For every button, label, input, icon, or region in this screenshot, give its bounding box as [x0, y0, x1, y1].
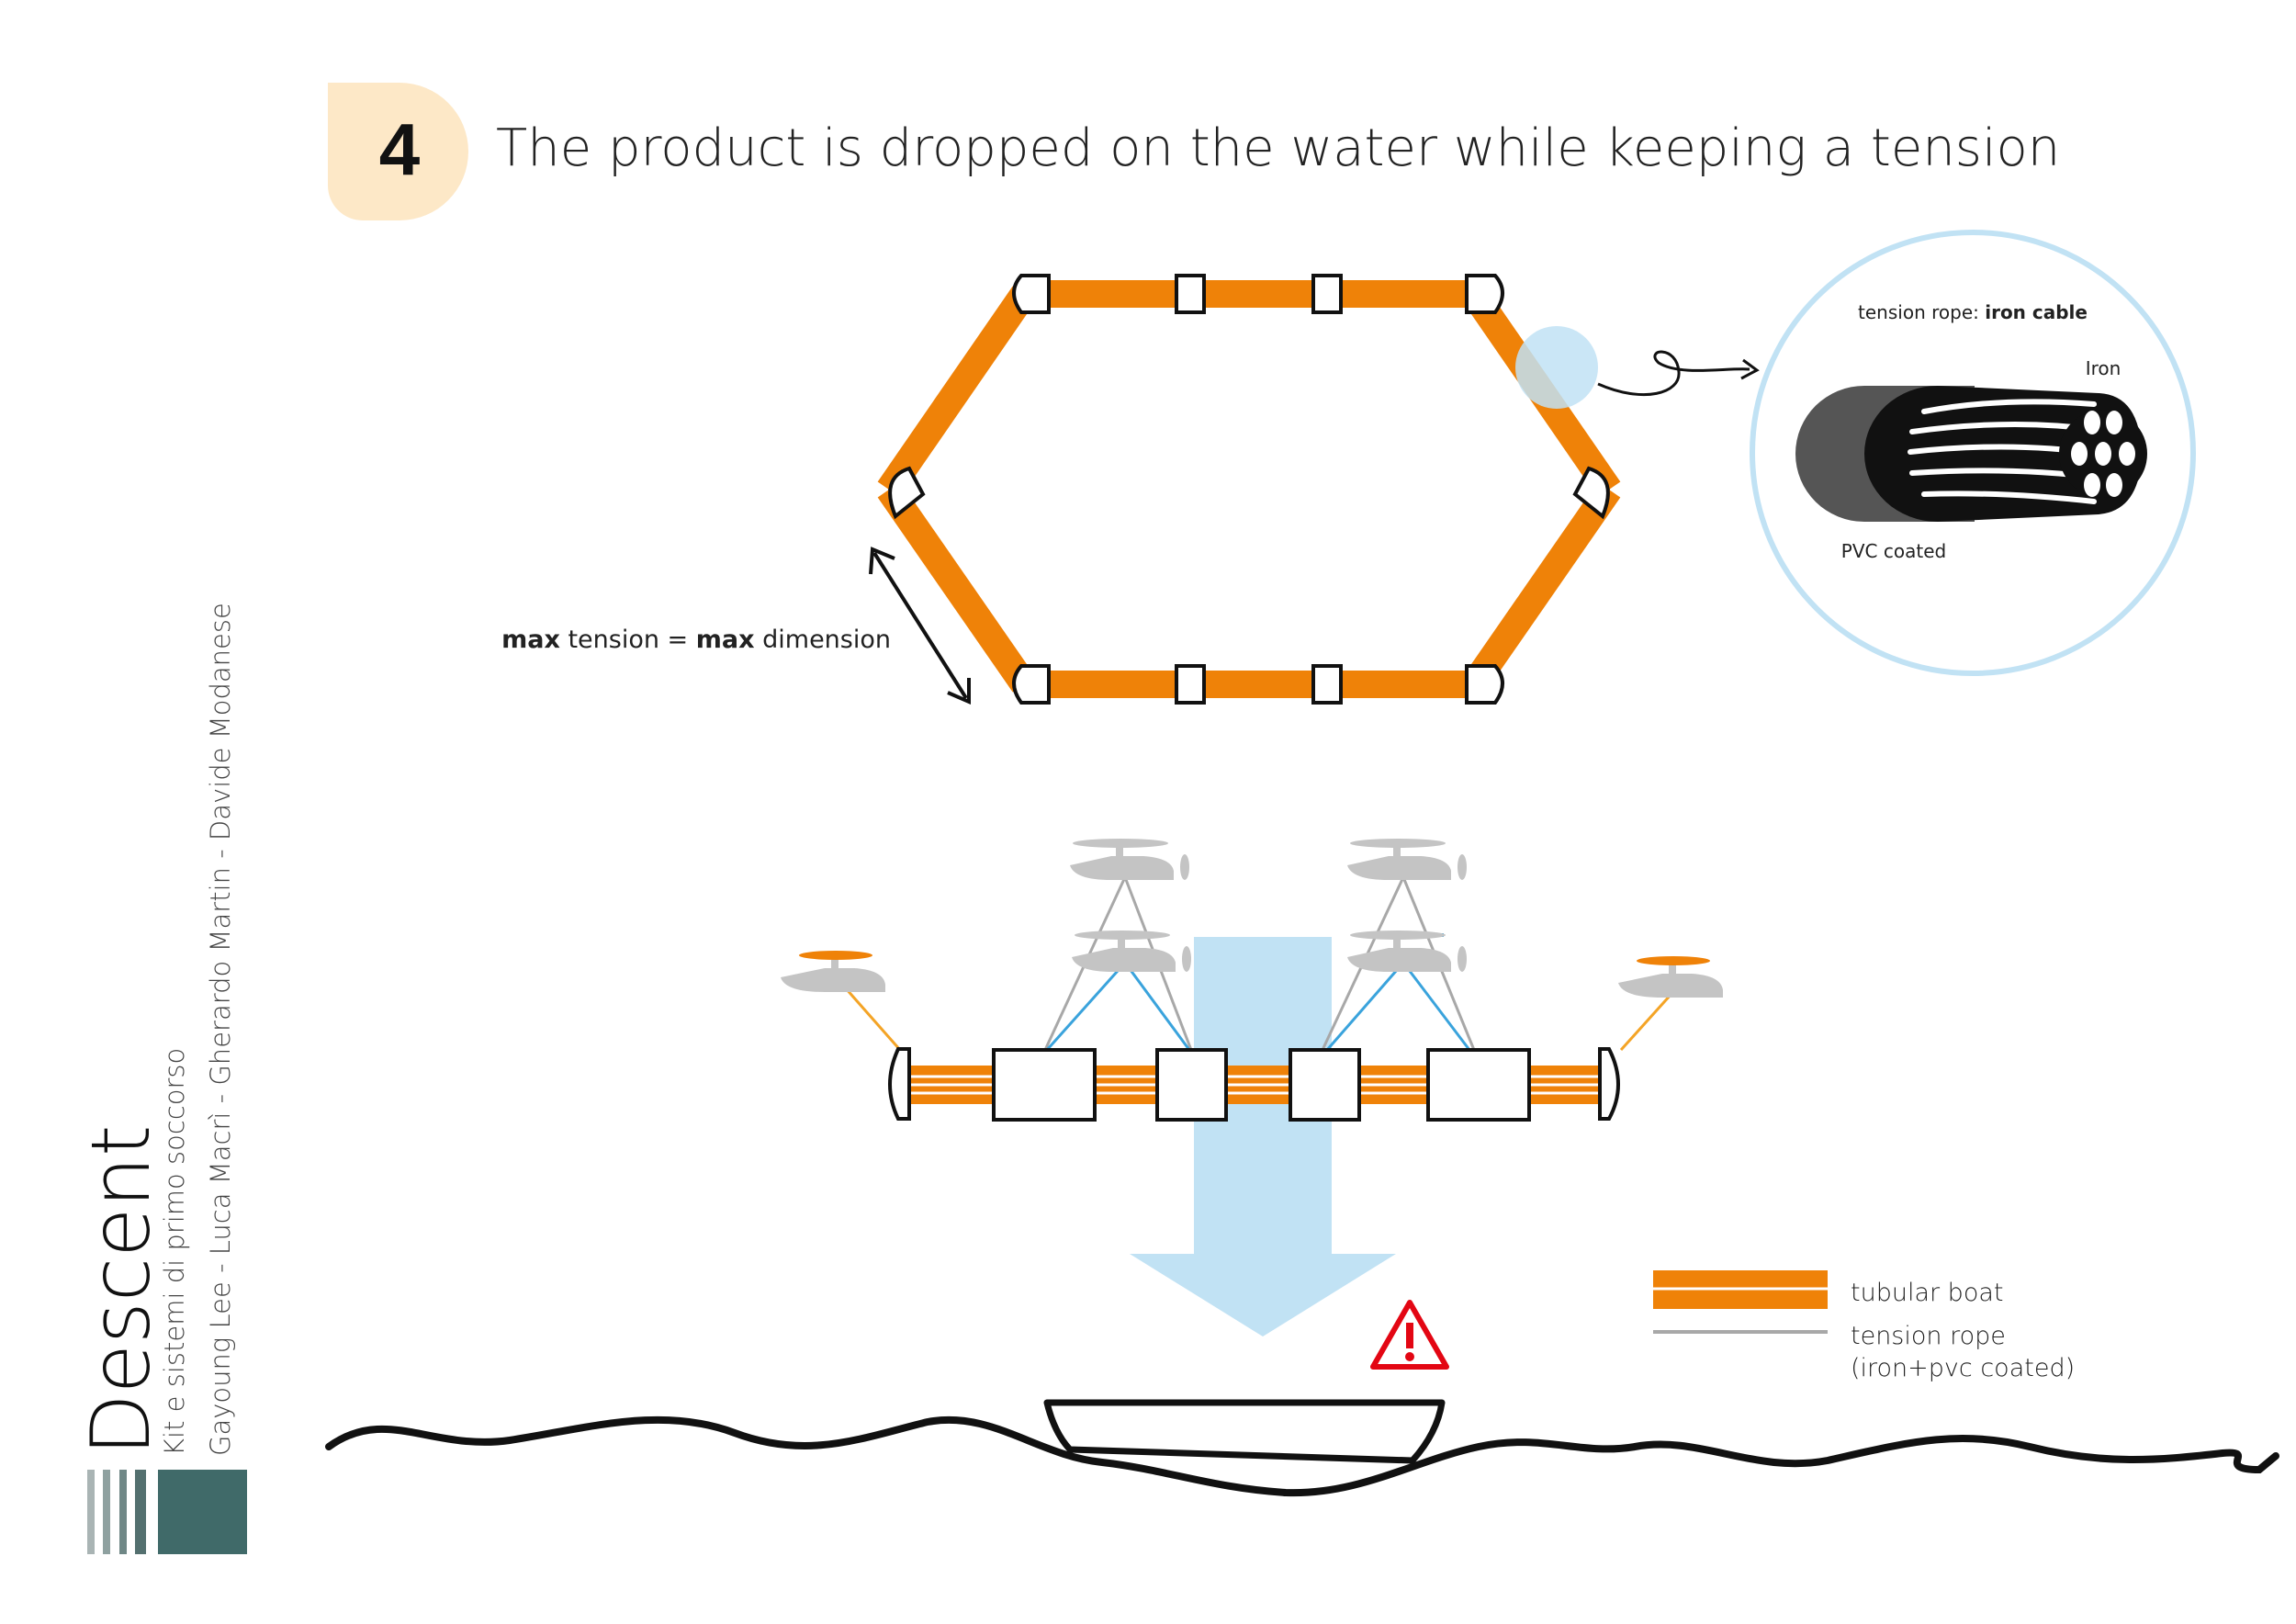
- iron-label: Iron: [2086, 357, 2122, 379]
- hex-corner-cap: [1465, 664, 1504, 705]
- annotation-text-1: tension =: [560, 626, 696, 654]
- hexagon-boat: [877, 274, 1760, 705]
- hex-corner-cap: [888, 466, 926, 520]
- drone-icon: [1347, 930, 1467, 972]
- boat-module: [1289, 1048, 1361, 1122]
- pvc-label: PVC coated: [1841, 540, 1946, 562]
- legend-item-tension-rope: tension rope (iron+pvc coated): [1653, 1322, 2075, 1382]
- drone-icon: [781, 951, 885, 992]
- cable-detail: tension rope: iron cable Iron PVC coated: [1750, 230, 2196, 676]
- legend-label-tension-rope: tension rope: [1851, 1322, 2006, 1350]
- annotation-bold-1: max: [501, 626, 560, 654]
- brand-name: Descent: [73, 1124, 168, 1456]
- drone-icon: [1347, 839, 1467, 880]
- zoom-connector: [1597, 350, 1750, 397]
- annotation-bold-2: max: [696, 626, 755, 654]
- sidebar: Descent Kit e sistemi di primo soccorso …: [73, 603, 247, 1554]
- iron-strands: [1864, 386, 2142, 522]
- drone-icon: [1070, 839, 1189, 880]
- overturned-boat: [1043, 1399, 1446, 1464]
- boat-module: [992, 1048, 1097, 1122]
- authors: Gayoung Lee - Luca Macrì - Gherardo Mart…: [205, 603, 236, 1456]
- cable-title-bold: iron cable: [1985, 301, 2088, 323]
- hex-connector: [1311, 274, 1343, 314]
- hex-connector: [1175, 274, 1206, 314]
- step-badge: [328, 83, 468, 220]
- boat-module: [1155, 1048, 1228, 1122]
- zoom-spot: [1515, 326, 1598, 409]
- double-arrow-icon: [869, 547, 971, 705]
- hex-connector: [1175, 664, 1206, 705]
- legend-sublabel-tension-rope: (iron+pvc coated): [1851, 1354, 2075, 1382]
- brand-logo: [87, 1470, 247, 1554]
- water-line: [325, 1415, 2279, 1497]
- boat-end-cap: [888, 1047, 911, 1121]
- hex-connector: [1311, 664, 1343, 705]
- hex-corner-cap: [1012, 664, 1051, 705]
- step-header: 4 The product is dropped on the water wh…: [328, 83, 2060, 220]
- step-number: 4: [379, 108, 421, 190]
- hex-corner-cap: [1012, 274, 1051, 314]
- legend-label-tubular-boat: tubular boat: [1851, 1279, 2003, 1307]
- water-scene: [325, 1399, 2279, 1497]
- legend-item-tubular-boat: tubular boat: [1653, 1270, 2003, 1309]
- warning-icon: [1370, 1300, 1449, 1370]
- iron-cross-section: [2059, 410, 2147, 498]
- hex-corner-cap: [1572, 466, 1610, 520]
- course-name: Kit e sistemi di primo soccorso: [159, 1048, 190, 1456]
- legend: tubular boat tension rope (iron+pvc coat…: [1653, 1270, 2075, 1382]
- tubular-boat-side: [888, 1047, 1620, 1122]
- annotation-text-2: dimension: [755, 626, 891, 654]
- svg-text:max tension = max dimension: max tension = max dimension: [501, 626, 891, 654]
- boat-end-cap: [1598, 1047, 1620, 1121]
- drone-icon: [1618, 956, 1723, 998]
- svg-text:tension rope: iron cable: tension rope: iron cable: [1858, 301, 2088, 323]
- cable-title-prefix: tension rope:: [1858, 301, 1985, 323]
- boat-module: [1426, 1048, 1531, 1122]
- max-tension-annotation: max tension = max dimension: [501, 547, 971, 705]
- step-title: The product is dropped on the water whil…: [496, 118, 2060, 178]
- hex-corner-cap: [1465, 274, 1504, 314]
